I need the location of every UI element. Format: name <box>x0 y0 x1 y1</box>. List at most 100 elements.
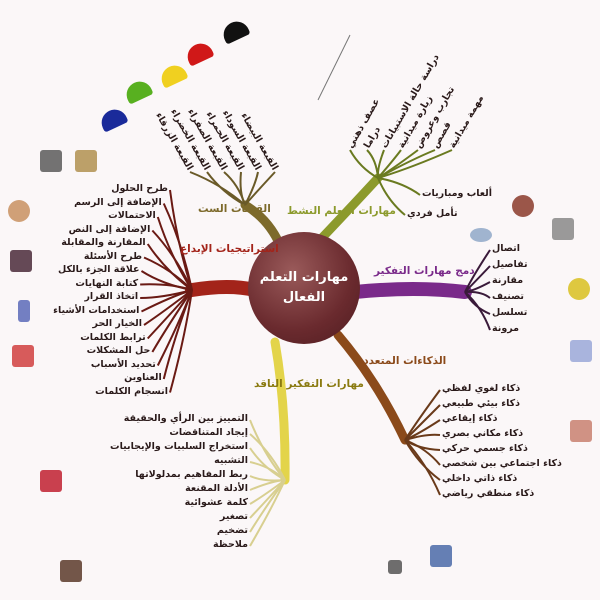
item-label: إيجاد المتناقضات <box>169 427 248 438</box>
book-icon <box>60 560 82 582</box>
branch-title: القبعات الست <box>198 203 271 215</box>
item-label: العناوين <box>124 372 162 383</box>
item-label: ربط المفاهيم بمدلولاتها <box>135 469 248 480</box>
sub-branch <box>464 291 491 331</box>
item-label: التمييز بين الرأي والحقيقة <box>123 413 248 424</box>
sub-branch <box>404 439 441 466</box>
item-label: ملاحظة <box>213 539 248 550</box>
central-topic: مهارات التعلم الفعال <box>248 232 360 344</box>
runner-icon <box>18 300 30 322</box>
sub-branch <box>249 479 286 547</box>
scales-icon <box>388 560 402 574</box>
item-label: ذكاء ذاتي داخلي <box>442 473 518 484</box>
handshake-icon <box>10 250 32 272</box>
item-label: كلمة عشوائية <box>184 497 248 508</box>
item-label: ألعاب ومباريات <box>422 188 492 199</box>
item-label: استخراج السلبيات والإيجابيات <box>110 441 248 452</box>
item-label: ذكاء إيقاعي <box>442 413 498 424</box>
item-label: المقارنة والمقابلة <box>61 237 146 248</box>
sub-branch <box>404 404 441 441</box>
sub-branch <box>377 149 436 179</box>
item-label: ذكاء بيئي طبيعي <box>442 398 521 409</box>
fruits-icon <box>568 278 590 300</box>
sub-branch <box>404 439 441 496</box>
item-label: الأدلة المقنعة <box>185 483 248 494</box>
item-label: ذكاء اجتماعي بين شخصي <box>442 458 562 469</box>
item-label: اتصال <box>492 243 520 254</box>
item-label: تسلسل <box>492 307 528 318</box>
white-hat-line <box>317 34 351 101</box>
creativity-branch <box>185 280 262 297</box>
item-label: استخدامات الأشياء <box>53 304 140 316</box>
eye-icon <box>470 228 492 242</box>
sub-branch <box>141 289 193 313</box>
central-topic-line2: الفعال <box>282 290 326 305</box>
item-label: ذكاء لغوي لفظي <box>442 383 521 394</box>
item-label: تحديد الأسباب <box>90 358 156 370</box>
torch-icon <box>512 195 534 217</box>
sub-branch <box>249 479 286 491</box>
sub-branch <box>151 289 193 353</box>
sub-branch <box>143 289 193 326</box>
abacus-icon <box>75 150 97 172</box>
item-label: علاقة الجزء بالكل <box>58 264 140 275</box>
sub-branch <box>244 171 259 206</box>
sub-branch <box>249 433 286 481</box>
branch-title: دمج مهارات التفكير <box>374 265 475 277</box>
sub-branch <box>140 283 193 291</box>
ear-icon <box>570 420 592 442</box>
item-label: طرح الحلول <box>111 183 168 194</box>
item-label: مرونة <box>492 323 520 334</box>
item-label: ترابط الكلمات <box>80 331 146 343</box>
item-label: طرح الأسئلة <box>83 250 143 262</box>
sub-branch <box>404 433 441 441</box>
figure-icon <box>570 340 592 362</box>
branch-title: مهارات التفكير الناقد <box>254 378 364 390</box>
item-label: كتابة النهايات <box>75 277 139 289</box>
sub-branch <box>377 177 421 196</box>
sub-branch <box>189 171 246 206</box>
sub-branch <box>249 461 286 481</box>
item-label: مقارنة <box>492 275 524 286</box>
item-label: ذكاء جسمي حركي <box>442 443 528 454</box>
sub-branch <box>404 389 441 441</box>
palette-icon <box>40 470 62 492</box>
critical-branch <box>270 337 290 485</box>
item-label: انسجام الكلمات <box>95 385 168 397</box>
faces-icon <box>8 200 30 222</box>
sub-branch <box>162 203 193 291</box>
thinking-branch <box>348 282 472 299</box>
item-label: تضخيم <box>216 525 248 536</box>
sub-branch <box>244 171 276 206</box>
sub-branch <box>249 479 286 533</box>
gift-icon <box>12 345 34 367</box>
item-label: تفاصيل <box>492 259 528 270</box>
sub-branch <box>151 229 193 291</box>
item-label: تصنيف <box>492 291 524 302</box>
sub-branch <box>376 149 385 179</box>
item-label: اتخاذ القرار <box>84 291 139 302</box>
item-label: ذكاء منطقي رياضي <box>442 488 535 499</box>
sub-branch <box>464 265 491 293</box>
item-label: الإضافة إلى الرسم <box>74 196 162 208</box>
sub-branch <box>249 419 286 481</box>
branch-title: مهارات التعلم النشط <box>287 205 396 217</box>
sub-branch <box>143 256 193 291</box>
item-label: الإضافة إلى النص <box>68 223 151 235</box>
active-branch <box>315 173 383 245</box>
item-label: التشبيه <box>214 455 248 466</box>
central-topic-line1: مهارات التعلم <box>259 270 349 285</box>
papers-icon <box>552 218 574 240</box>
maze-icon <box>40 150 62 172</box>
people-icon <box>430 545 452 567</box>
sub-branch <box>377 177 406 216</box>
intelligences-branch <box>333 330 410 445</box>
sub-branch <box>223 171 246 206</box>
item-label: حل المشكلات <box>86 345 151 356</box>
sub-branch <box>162 289 193 380</box>
item-label: الاحتمالات <box>108 210 156 221</box>
sub-branch <box>169 289 193 393</box>
sub-branch <box>464 290 491 299</box>
branch-title: استراتيجيات الإبداع <box>180 243 279 255</box>
